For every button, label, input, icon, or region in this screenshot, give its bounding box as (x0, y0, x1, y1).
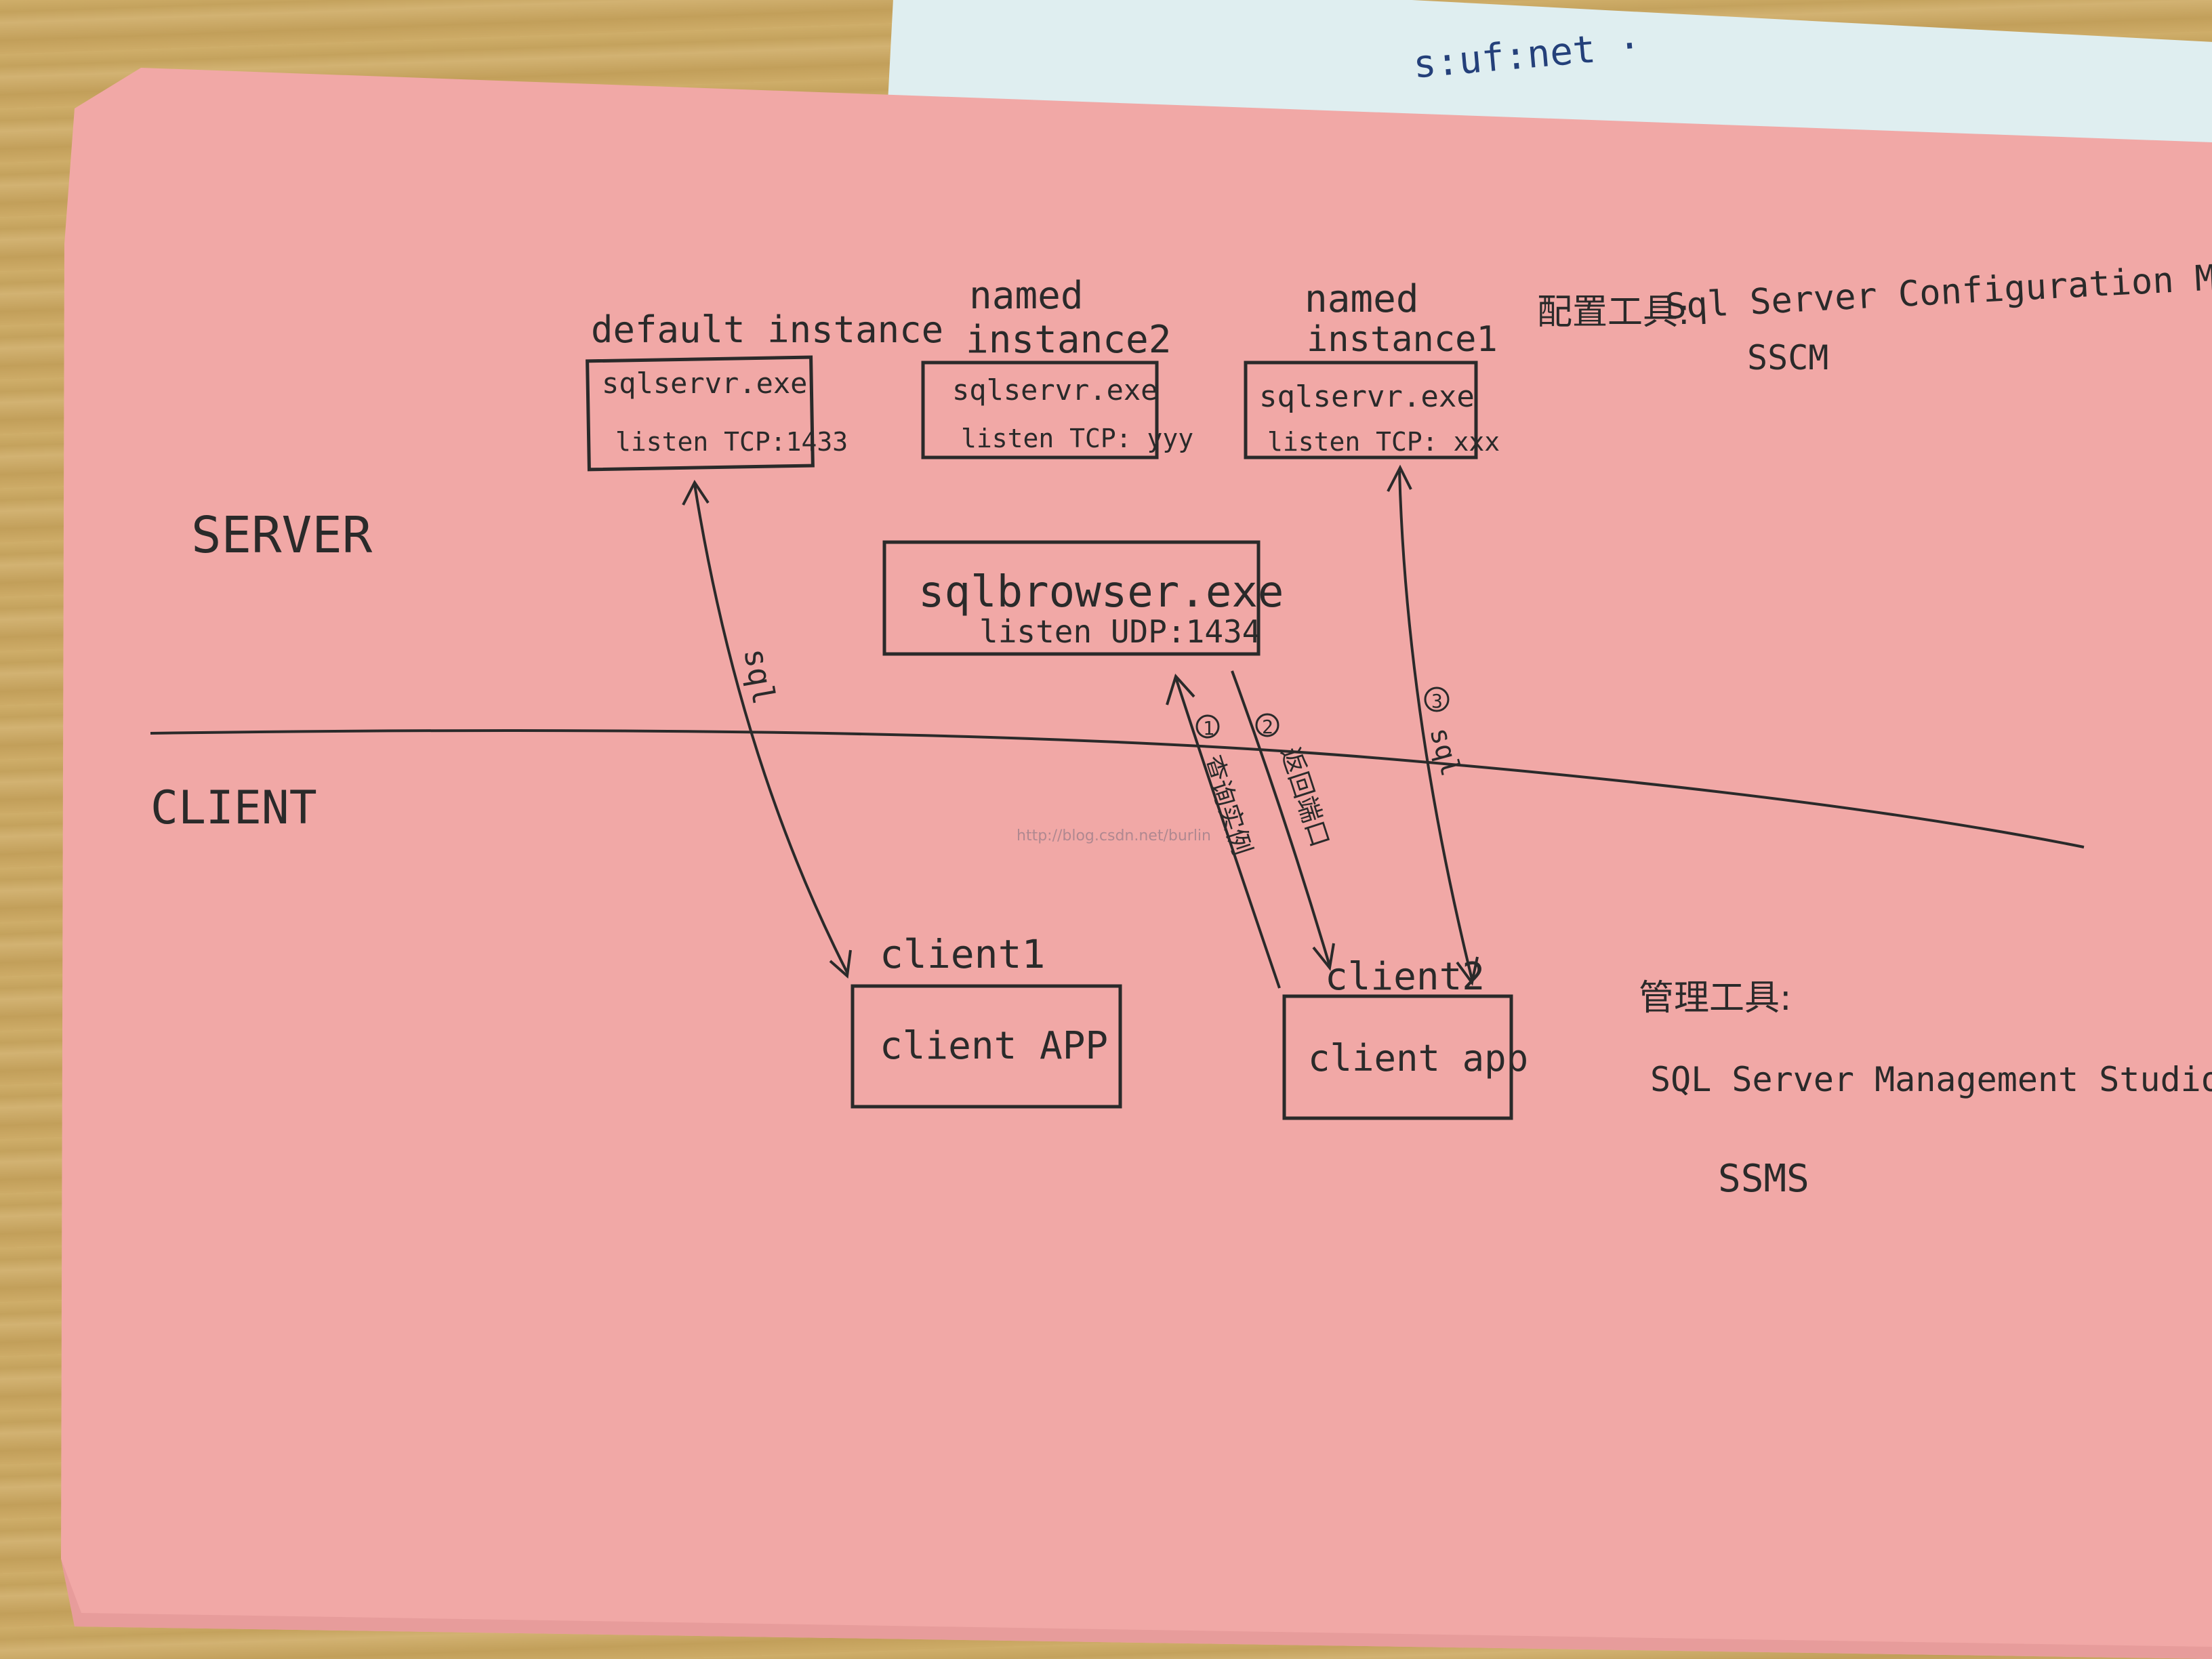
client2-label: client2 (1325, 955, 1485, 999)
step3-circle (1424, 687, 1450, 712)
default-instance-box (586, 355, 815, 472)
named-instance1-box (1244, 361, 1478, 459)
client1-app: client APP (880, 1024, 1108, 1068)
sqlbrowser-box (882, 540, 1261, 656)
arrow-head-down-client2 (1312, 943, 1335, 971)
named-instance1-title-line2: instance1 (1307, 319, 1498, 360)
mgmt-tool-prefix: 管理工具: (1639, 978, 1792, 1019)
arrow-head-up-named1 (1387, 464, 1412, 492)
arrow-head-down-client1 (829, 949, 852, 979)
sqlbrowser-exe: sqlbrowser.exe (918, 567, 1284, 617)
client1-box (851, 984, 1122, 1109)
server-label: SERVER (191, 506, 373, 565)
client-label: CLIENT (150, 781, 317, 835)
watermark: http://blog.csdn.net/burlin (1017, 827, 1211, 844)
step2-number: 2 (1262, 716, 1273, 738)
arrow-step3-sql (1398, 470, 1473, 980)
step1-number: 1 (1203, 717, 1214, 739)
named-instance2-title-line2: instance2 (966, 318, 1171, 362)
step1-circle (1195, 714, 1220, 739)
arrow-sql-left-label: sql (737, 646, 783, 708)
named-instance1-title-line1: named (1305, 277, 1419, 321)
step2-text: 返回端口 (1275, 743, 1335, 851)
step2-circle (1255, 713, 1279, 737)
mgmt-tool-abbr: SSMS (1718, 1157, 1809, 1201)
client2-app: client app (1308, 1037, 1528, 1080)
config-tool-name: Sql Server Configuration Manager (1664, 251, 2212, 327)
arrow-head-up-browser (1166, 674, 1195, 705)
config-tool-abbr: SSCM (1747, 338, 1828, 377)
default-instance-title: default instance (591, 308, 943, 351)
named-instance2-exe: sqlservr.exe (952, 373, 1158, 407)
arrow-step1-query (1174, 677, 1281, 989)
named-instance1-listen: listen TCP: xxx (1267, 427, 1500, 457)
config-tool-prefix: 配置工具: (1537, 292, 1690, 333)
default-instance-listen: listen TCP:1433 (615, 427, 848, 457)
named-instance1-exe: sqlservr.exe (1259, 380, 1475, 414)
client1-label: client1 (880, 931, 1045, 977)
arrow-default-to-client1 (693, 484, 848, 973)
named-instance2-title-line1: named (969, 274, 1084, 318)
server-client-divider (150, 729, 2085, 848)
named-instance2-listen: listen TCP: yyy (961, 424, 1193, 453)
arrow-step2-return (1231, 670, 1331, 966)
step3-number: 3 (1431, 690, 1443, 712)
default-instance-exe: sqlservr.exe (602, 367, 807, 400)
arrow-head-up-default (682, 480, 710, 506)
client2-box (1282, 994, 1513, 1120)
arrow-head-down-client2-b (1456, 956, 1479, 986)
mgmt-tool-name: SQL Server Management Studio (1650, 1060, 2212, 1099)
named-instance2-box (921, 361, 1159, 459)
sqlbrowser-listen: listen UDP:1434 (979, 613, 1261, 650)
